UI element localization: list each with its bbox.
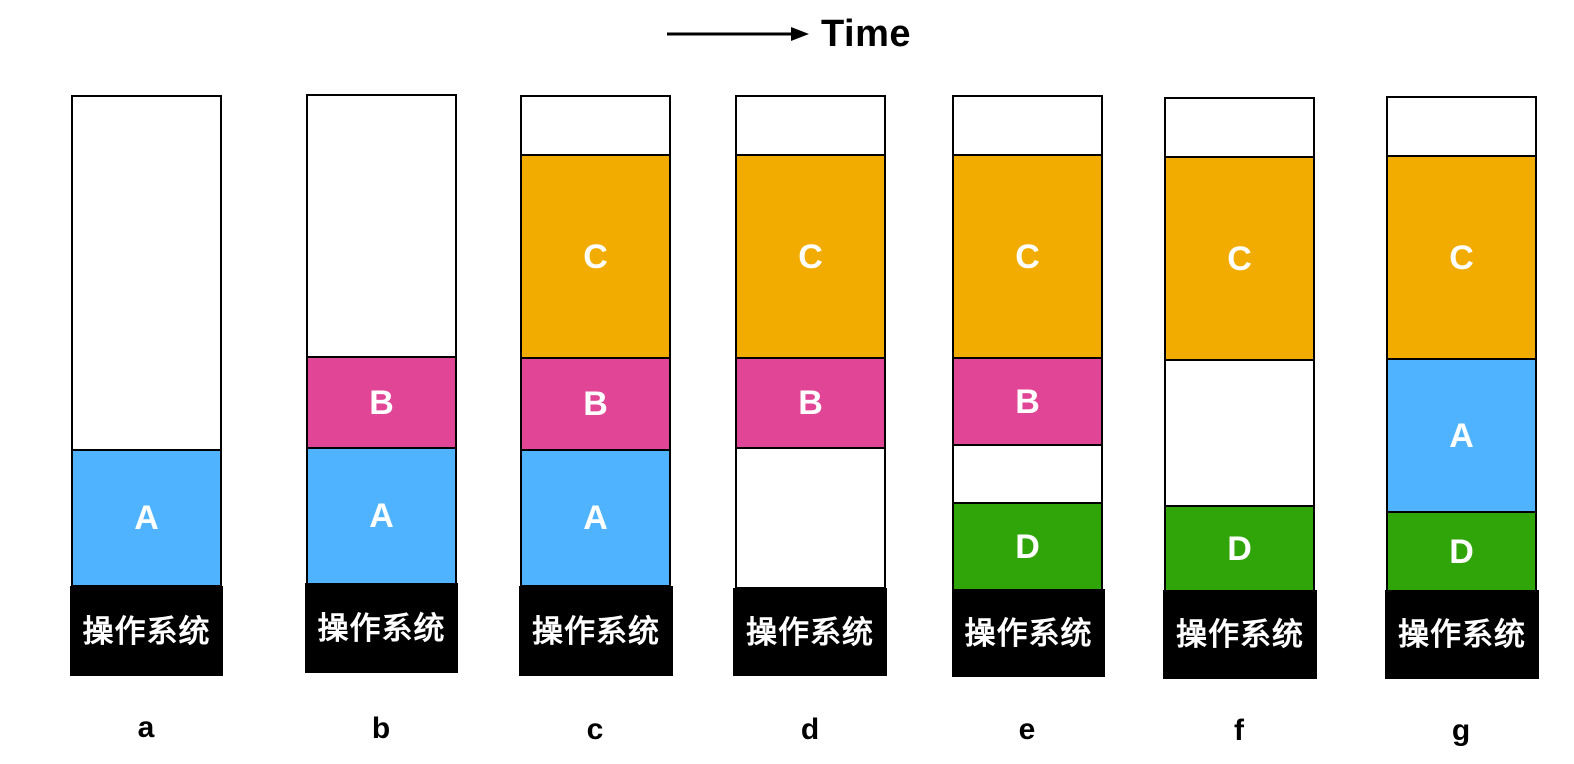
process-c-label: C	[1449, 238, 1474, 277]
memory-column-b: B A	[306, 94, 457, 673]
os-block-c: 操作系统	[519, 586, 673, 676]
process-c-block: C	[952, 154, 1103, 359]
process-a-label: A	[134, 499, 159, 537]
free-space	[1386, 96, 1537, 157]
memory-column-g: C A D	[1386, 96, 1537, 678]
process-a-label: A	[1449, 416, 1474, 455]
column-label-f: f	[1234, 714, 1244, 747]
column-label-c: c	[586, 713, 604, 746]
memory-column-f: C D	[1164, 97, 1315, 678]
os-block-b: 操作系统	[305, 583, 458, 673]
process-c-label: C	[798, 237, 823, 276]
process-d-block: D	[1164, 505, 1315, 593]
process-c-label: C	[583, 237, 608, 276]
column-label-g: g	[1451, 714, 1471, 747]
free-space	[952, 444, 1103, 504]
os-label: 操作系统	[746, 614, 874, 650]
process-a-block: A	[306, 447, 457, 585]
free-space	[71, 95, 222, 451]
column-label-e: e	[1018, 713, 1036, 746]
process-a-block: A	[520, 449, 671, 587]
process-a-label: A	[583, 499, 608, 537]
process-d-label: D	[1227, 530, 1252, 568]
free-space	[735, 447, 886, 589]
column-label-b: b	[371, 712, 391, 745]
process-a-label: A	[369, 497, 394, 535]
free-space	[1164, 359, 1315, 507]
process-b-label: B	[1015, 382, 1040, 421]
process-c-block: C	[1386, 155, 1537, 360]
free-space	[306, 94, 457, 358]
os-block-g: 操作系统	[1385, 590, 1539, 679]
os-label: 操作系统	[964, 615, 1093, 651]
free-space	[735, 95, 886, 156]
process-d-block: D	[1386, 511, 1537, 592]
memory-column-a: A	[71, 95, 222, 676]
process-d-block: D	[952, 502, 1103, 591]
time-header: Time	[667, 8, 911, 60]
process-c-label: C	[1227, 239, 1252, 278]
os-label: 操作系统	[82, 613, 211, 649]
process-d-label: D	[1449, 532, 1474, 571]
os-block-d: 操作系统	[733, 588, 887, 676]
os-label: 操作系统	[532, 613, 660, 649]
process-d-label: D	[1015, 527, 1040, 566]
time-label: Time	[821, 13, 912, 55]
memory-column-e: C B D	[952, 95, 1103, 677]
process-b-block: B	[520, 357, 671, 451]
free-space	[1164, 97, 1315, 158]
process-c-block: C	[735, 154, 886, 359]
column-label-a: a	[137, 711, 155, 744]
process-b-block: B	[952, 357, 1103, 446]
time-arrow-icon	[667, 27, 809, 41]
os-block-f: 操作系统	[1163, 590, 1317, 679]
os-label: 操作系统	[1176, 617, 1304, 652]
column-label-d: d	[800, 713, 820, 746]
memory-column-c: C B A	[520, 95, 671, 676]
process-a-block: A	[1386, 358, 1537, 513]
free-space	[952, 95, 1103, 156]
process-a-block: A	[71, 449, 222, 587]
free-space	[520, 95, 671, 156]
process-b-label: B	[583, 385, 608, 423]
process-c-block: C	[1164, 156, 1315, 361]
process-c-block: C	[520, 154, 671, 359]
os-block-a: 操作系统	[70, 586, 223, 676]
memory-column-d: C B	[735, 95, 886, 676]
process-c-label: C	[1015, 237, 1040, 276]
process-b-block: B	[306, 356, 457, 449]
process-b-label: B	[798, 384, 823, 422]
process-b-label: B	[369, 383, 394, 422]
os-block-e: 操作系统	[952, 589, 1105, 677]
os-label: 操作系统	[1398, 617, 1526, 652]
os-label: 操作系统	[317, 610, 446, 646]
process-b-block: B	[735, 357, 886, 449]
